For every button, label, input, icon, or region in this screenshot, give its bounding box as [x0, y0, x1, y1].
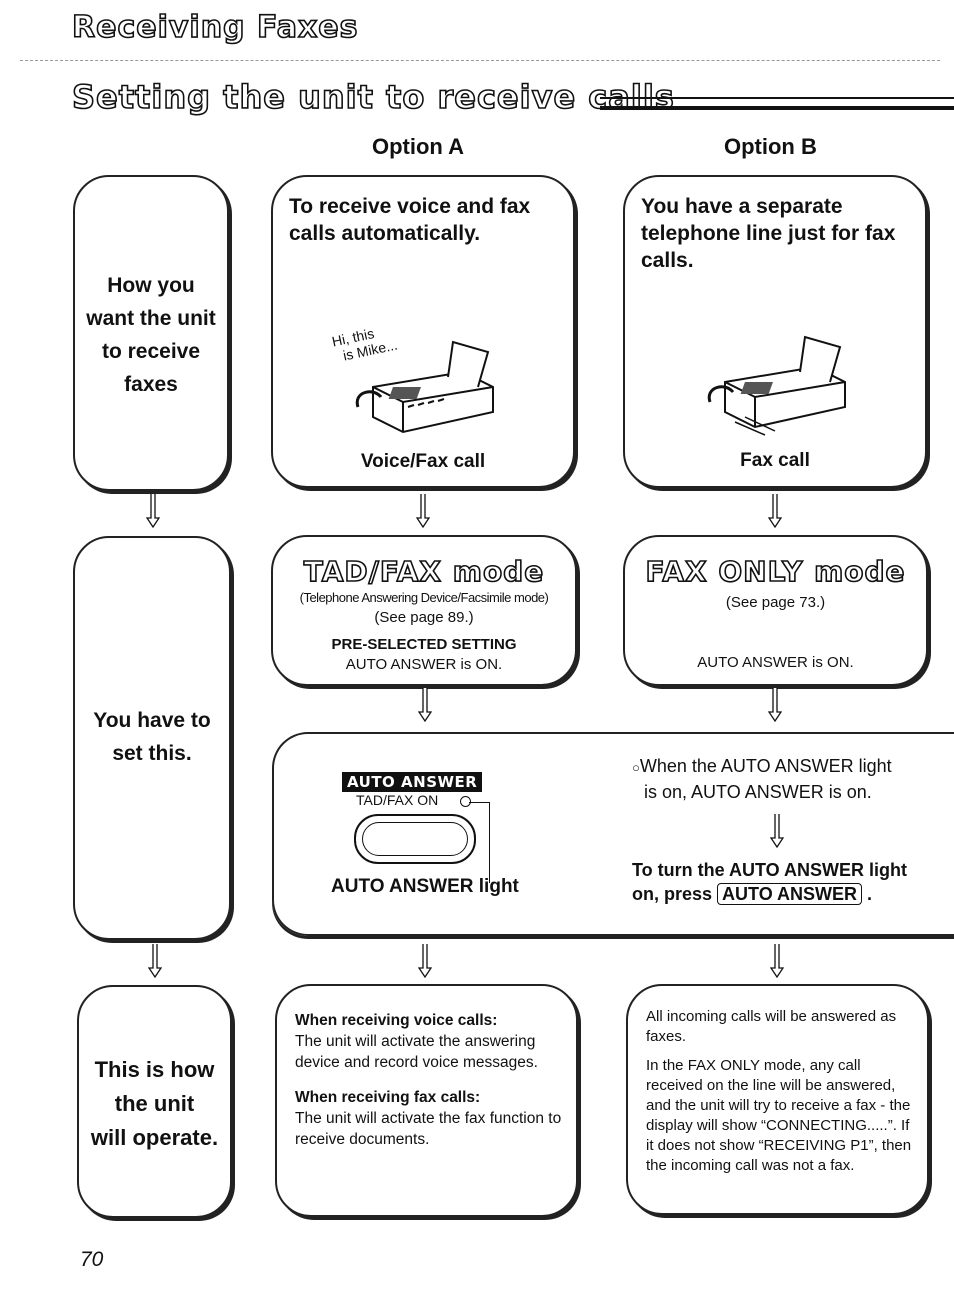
preselected-label: PRE-SELECTED SETTING [273, 636, 575, 653]
down-arrow-icon [770, 944, 784, 978]
light-note-line: is on, AUTO ANSWER is on. [632, 780, 892, 804]
auto-answer-key: AUTO ANSWER [717, 883, 862, 905]
section-title: Receiving Faxes [72, 10, 359, 45]
voice-calls-text: The unit will activate the answering dev… [295, 1031, 570, 1073]
light-note: ○When the AUTO ANSWER light is on, AUTO … [632, 754, 892, 804]
bullet-icon: ○ [632, 760, 640, 775]
row1-label-line: want the unit [75, 302, 227, 335]
fax-only-mode-title: FAX ONLY mode [625, 555, 926, 588]
down-arrow-icon [770, 814, 784, 848]
tad-fax-mode-box: TAD/FAX mode (Telephone Answering Device… [271, 535, 577, 686]
option-b-heading: Option B [724, 134, 817, 160]
option-b-box: You have a separate telephone line just … [623, 175, 927, 488]
option-a-caption: Voice/Fax call [273, 451, 573, 473]
down-arrow-icon [768, 494, 782, 528]
option-b-caption: Fax call [625, 450, 925, 472]
row3-label-line: This is how [79, 1053, 230, 1087]
tad-fax-on-label: TAD/FAX ON [356, 792, 438, 808]
fax-only-mode-box: FAX ONLY mode (See page 73.) AUTO ANSWER… [623, 535, 928, 686]
tad-fax-subtitle: (Telephone Answering Device/Facsimile mo… [273, 590, 575, 605]
tad-fax-mode-title: TAD/FAX mode [273, 555, 575, 588]
option-b-description: You have a separate telephone line just … [641, 193, 911, 274]
fax-calls-heading: When receiving fax calls: [295, 1087, 570, 1108]
row3-label-box: This is how the unit will operate. [77, 985, 232, 1218]
row3-label-line: the unit [79, 1087, 230, 1121]
title-rule [600, 97, 954, 110]
voice-calls-heading: When receiving voice calls: [295, 1010, 570, 1031]
auto-answer-light-caption: AUTO ANSWER light [331, 876, 519, 898]
row2-label-box: You have to set this. [73, 536, 231, 940]
fax-only-operation-text: In the FAX ONLY mode, any call received … [646, 1056, 918, 1176]
page-title: Setting the unit to receive calls [72, 78, 675, 116]
header-dash-line [20, 60, 940, 61]
down-arrow-icon [148, 944, 162, 978]
auto-answer-panel: AUTO ANSWER TAD/FAX ON AUTO ANSWER light… [272, 732, 954, 936]
row2-label-line: You have to [75, 704, 229, 737]
turn-on-instruction: To turn the AUTO ANSWER light on, press … [632, 858, 907, 906]
row1-label-line: to receive [75, 335, 227, 368]
tad-fax-see-page: (See page 89.) [273, 609, 575, 626]
option-a-description: To receive voice and fax calls automatic… [289, 193, 567, 247]
down-arrow-icon [416, 494, 430, 528]
tad-fax-operation-box: When receiving voice calls: The unit wil… [275, 984, 578, 1217]
row1-label-line: faxes [75, 368, 227, 401]
fax-machine-icon [705, 327, 855, 437]
row1-label-line: How you [75, 269, 227, 302]
turn-on-line: To turn the AUTO ANSWER light [632, 858, 907, 882]
row1-label-box: How you want the unit to receive faxes [73, 175, 229, 491]
fax-only-operation-box: All incoming calls will be answered as f… [626, 984, 929, 1215]
tad-fax-status: AUTO ANSWER is ON. [273, 656, 575, 673]
down-arrow-icon [768, 688, 782, 722]
auto-answer-button[interactable] [354, 814, 476, 864]
page-number: 70 [80, 1248, 103, 1272]
turn-on-line: on, press [632, 884, 712, 904]
option-a-heading: Option A [372, 134, 464, 160]
fax-only-see-page: (See page 73.) [625, 594, 926, 611]
down-arrow-icon [418, 944, 432, 978]
down-arrow-icon [146, 494, 160, 528]
auto-answer-badge: AUTO ANSWER [342, 772, 482, 792]
fax-machine-icon [353, 332, 503, 442]
option-a-box: To receive voice and fax calls automatic… [271, 175, 575, 488]
row3-label-line: will operate. [79, 1121, 230, 1155]
row2-label-line: set this. [75, 737, 229, 770]
fax-calls-text: The unit will activate the fax function … [295, 1108, 570, 1150]
down-arrow-icon [418, 688, 432, 722]
fax-only-operation-text: All incoming calls will be answered as f… [646, 1007, 918, 1047]
light-note-line: When the AUTO ANSWER light [640, 756, 892, 776]
fax-only-status: AUTO ANSWER is ON. [625, 654, 926, 671]
